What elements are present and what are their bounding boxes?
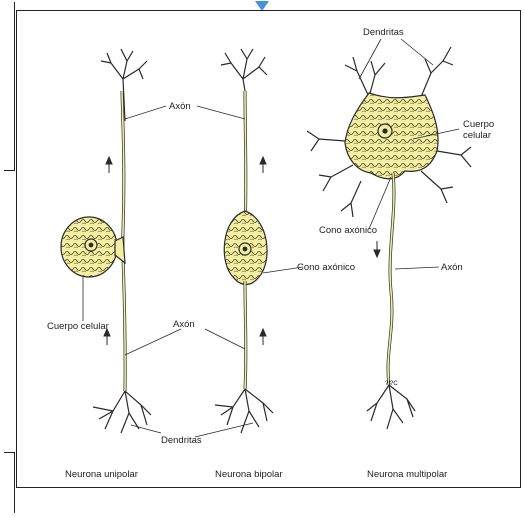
neuron-bipolar: [215, 49, 273, 433]
caption-multipolar: Neurona multipolar: [367, 469, 447, 480]
neuron-unipolar: [61, 49, 151, 433]
label-axon-mid: Axón: [173, 319, 195, 330]
label-axon-right: Axón: [441, 262, 463, 273]
label-dendritas-top: Dendritas: [363, 27, 404, 38]
label-cuerpo-celular-right-2: celular: [463, 130, 491, 141]
caption-bipolar: Neurona bipolar: [215, 469, 283, 480]
multipolar-arrow: [374, 241, 380, 257]
neuron-types-diagram: Dendritas Axón Cuerpo celular Cono axóni…: [16, 10, 521, 488]
label-cono-axonico-left: Cono axónico: [319, 225, 377, 236]
neuron-multipolar: [307, 47, 471, 429]
label-dendritas-bottom: Dendritas: [161, 435, 202, 446]
caption-unipolar: Neurona unipolar: [65, 469, 138, 480]
left-panel-edge-bottom: [4, 452, 15, 513]
diagram-canvas: Dendritas Axón Cuerpo celular Cono axóni…: [17, 11, 520, 487]
left-panel-edge: [4, 2, 15, 171]
label-cuerpo-celular-left: Cuerpo celular: [47, 321, 109, 332]
label-abbrev: ?I?C: [385, 381, 398, 387]
label-cuerpo-celular-right-1: Cuerpo: [463, 119, 494, 130]
label-cono-axonico-mid: Cono axónico: [297, 262, 355, 273]
label-axon-top: Axón: [169, 101, 191, 112]
